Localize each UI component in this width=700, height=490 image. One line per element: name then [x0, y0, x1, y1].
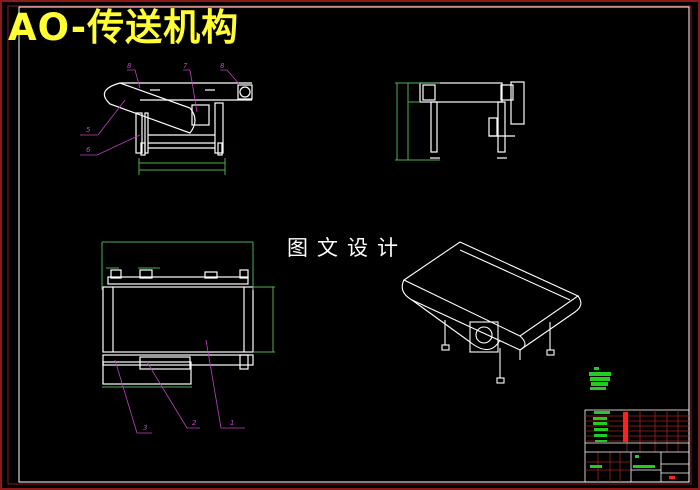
frame-border — [18, 6, 690, 483]
part-label: 8 — [127, 62, 132, 70]
front-view-dimensions — [138, 158, 226, 175]
drawing-watermark-text: 图文设计 — [287, 236, 407, 260]
technical-notes — [589, 367, 611, 390]
top-view — [102, 269, 254, 385]
title-block — [584, 409, 690, 483]
part-label: 1 — [230, 419, 235, 427]
part-label: 2 — [192, 419, 197, 427]
drawing-title: AO-传送机构 — [8, 6, 240, 49]
part-label: 8 — [220, 62, 225, 70]
front-view-leaders — [80, 69, 241, 156]
side-view — [419, 81, 525, 159]
part-label: 7 — [183, 62, 188, 70]
isometric-view — [401, 241, 582, 384]
front-view — [103, 82, 253, 156]
trim-border — [7, 5, 692, 485]
part-label: 3 — [143, 424, 148, 432]
title-block-red-mark — [623, 412, 628, 442]
top-view-dimensions — [101, 241, 275, 388]
side-view-dimensions — [395, 82, 440, 161]
part-label: 5 — [86, 126, 91, 134]
part-label: 6 — [86, 146, 91, 154]
top-view-leaders — [114, 339, 245, 434]
